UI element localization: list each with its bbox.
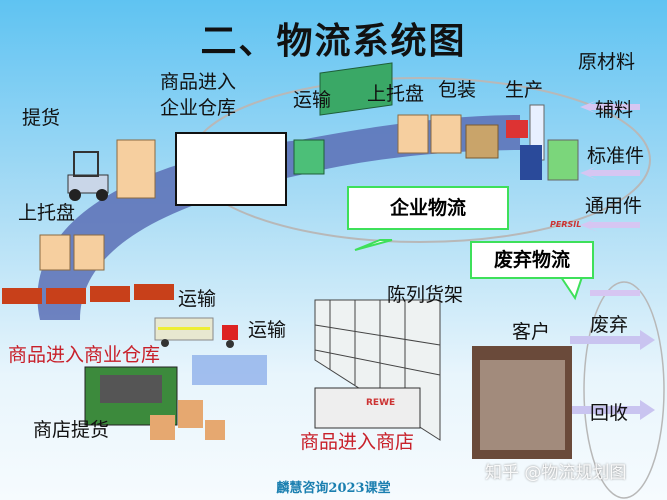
store-shelves [480, 360, 565, 450]
label-raw-materials: 原材料 [578, 51, 636, 73]
label-enter-commercial-warehouse: 商品进入商业仓库 [8, 344, 161, 366]
label-packaging: 包装 [438, 79, 477, 101]
label-palletize-top: 上托盘 [367, 83, 425, 105]
workers-boxes-icon [150, 400, 225, 440]
label-display-shelves: 陈列货架 [387, 284, 464, 306]
label-transport-rail: 运输 [178, 288, 217, 310]
label-enter-warehouse-1: 商品进入 [160, 71, 237, 93]
rewe-truck-icon [314, 387, 421, 429]
footer-credit: 麟慧咨询2023课堂 [276, 481, 391, 496]
label-production: 生产 [505, 79, 544, 101]
label-palletize-left: 上托盘 [18, 202, 76, 224]
callout-waste-logistics: 废弃物流 [470, 241, 594, 279]
label-transport-truck: 运输 [248, 319, 287, 341]
truck-brand-text: REWE [366, 398, 396, 408]
label-store-pickup: 商店提货 [33, 419, 110, 441]
warehouse-roof [100, 375, 162, 403]
callout-tail [354, 239, 393, 251]
callout-enterprise-logistics: 企业物流 [347, 186, 509, 230]
detergent-text: PERSIL [550, 220, 582, 229]
label-recycle: 回收 [590, 402, 629, 424]
page-title: 二、物流系统图 [200, 21, 467, 62]
label-discard: 废弃 [590, 314, 629, 336]
watermark: 知乎 @物流规划图 [485, 463, 627, 483]
label-standard-parts: 标准件 [587, 145, 645, 167]
label-enter-warehouse-2: 企业仓库 [160, 97, 237, 119]
truck-icon [293, 62, 393, 175]
warehouse-racks-icon [175, 132, 287, 206]
forklift-icon [67, 151, 109, 201]
output-arrows [570, 330, 655, 420]
package-box-icon [465, 124, 499, 159]
waste-ellipse [583, 281, 665, 499]
label-enter-store: 商品进入商店 [300, 431, 415, 453]
label-customer: 客户 [512, 321, 551, 343]
pallet-boxes [39, 114, 462, 271]
label-common-parts: 通用件 [585, 195, 643, 217]
train-icon [2, 284, 174, 304]
input-arrows [580, 100, 640, 296]
delivery-truck-icon [154, 317, 238, 348]
label-transport-top: 运输 [293, 89, 332, 111]
label-auxiliary: 辅料 [595, 99, 634, 121]
products-icon [506, 104, 579, 181]
label-pickup: 提货 [22, 107, 61, 129]
blue-truck-icon [192, 355, 267, 385]
